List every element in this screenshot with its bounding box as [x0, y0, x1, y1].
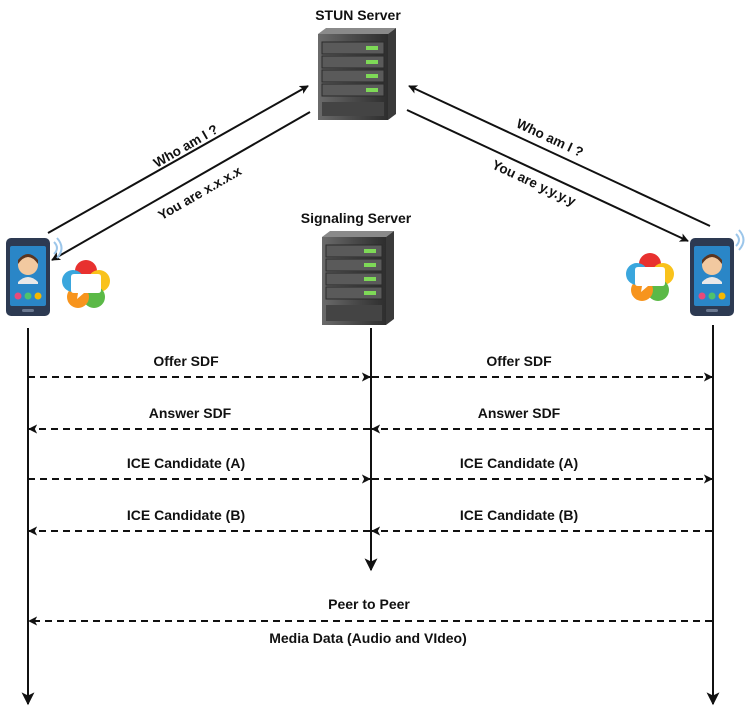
answer-left-label: Answer SDF	[149, 405, 232, 421]
offer-right-label: Offer SDF	[486, 353, 552, 369]
right-who-am-i-arrow	[408, 85, 711, 227]
ice-a-left-label: ICE Candidate (A)	[127, 455, 245, 471]
left-who-am-i-arrow	[47, 85, 309, 234]
stun-server-icon	[318, 28, 396, 120]
right-webrtc-logo-icon	[626, 253, 674, 301]
left-who-am-i-label: Who am I ?	[151, 122, 221, 171]
ice-a-right-label: ICE Candidate (A)	[460, 455, 578, 471]
stun-server-title: STUN Server	[315, 7, 401, 23]
signaling-server-title: Signaling Server	[301, 210, 412, 226]
ice-b-left-label: ICE Candidate (B)	[127, 507, 245, 523]
answer-right-label: Answer SDF	[478, 405, 561, 421]
right-who-am-i-label: Who am I ?	[514, 116, 586, 160]
right-you-are-arrow	[406, 109, 689, 242]
signaling-server-icon	[322, 231, 394, 325]
peer-to-peer-label: Peer to Peer	[328, 596, 410, 612]
media-data-label: Media Data (Audio and VIdeo)	[269, 630, 467, 646]
left-you-are-arrow	[51, 111, 311, 261]
offer-left-label: Offer SDF	[153, 353, 219, 369]
left-webrtc-logo-icon	[62, 260, 110, 308]
ice-b-right-label: ICE Candidate (B)	[460, 507, 578, 523]
right-phone-icon	[690, 229, 745, 316]
left-phone-icon	[6, 237, 63, 316]
